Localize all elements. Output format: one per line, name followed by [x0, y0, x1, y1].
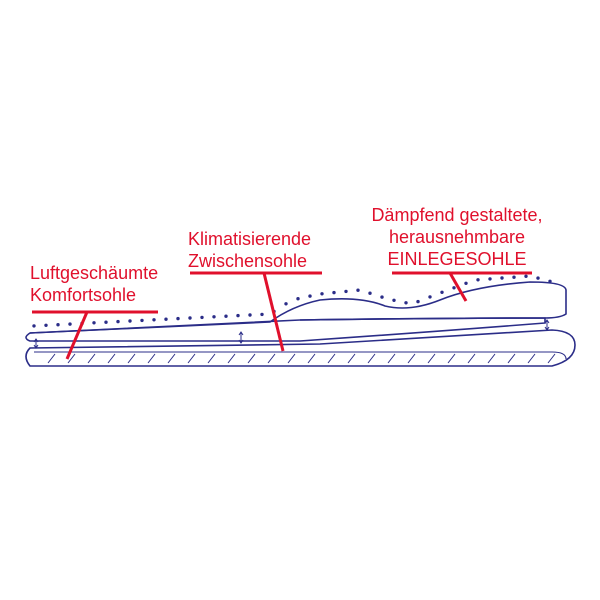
foam-dot [68, 322, 72, 326]
foam-dot [380, 295, 384, 299]
hatch-line [467, 353, 476, 364]
hatch-line [427, 353, 436, 364]
foam-dot [116, 319, 120, 324]
label-insole-line3: EINLEGESOHLE [387, 249, 527, 269]
foam-dot [128, 319, 132, 323]
foam-dot [248, 313, 252, 317]
foam-dot [488, 277, 492, 281]
hatch-line [207, 353, 216, 364]
foam-dot [536, 276, 540, 280]
outer-sole-inner-line [34, 351, 567, 360]
hatch-line [347, 353, 356, 364]
label-mid-sole-line1: Klimatisierende [188, 229, 312, 249]
label-insole: Dämpfend gestaltete, herausnehmbare EINL… [352, 204, 562, 270]
thickness-arrow-left [33, 338, 39, 349]
hatch-line [127, 353, 136, 364]
foam-dot [344, 289, 348, 294]
foam-dot [464, 281, 468, 285]
label-insole-line2: herausnehmbare [388, 227, 526, 247]
foam-dot [392, 298, 396, 302]
foam-dot [320, 292, 324, 296]
foam-dot [236, 313, 240, 318]
foam-dot [296, 297, 300, 301]
foam-dot [164, 317, 168, 321]
foam-dot [284, 302, 288, 306]
foam-dot [368, 291, 372, 295]
hatch-line [307, 353, 316, 364]
foam-dot [212, 315, 216, 319]
hatch-line [87, 353, 96, 364]
foam-dot [200, 315, 204, 320]
left-pointer-line [65, 311, 89, 360]
hatch-line [507, 353, 516, 364]
foam-dot [308, 294, 312, 298]
foam-dot [500, 276, 504, 280]
label-comfort-sole: Luftgeschäumte Komfortsohle [30, 262, 158, 306]
foam-dot [152, 318, 156, 322]
label-comfort-sole-line2: Komfortsohle [30, 285, 137, 305]
hatch-line [447, 353, 456, 364]
insole-outline [29, 281, 567, 334]
foam-dot [512, 275, 516, 279]
thickness-arrow-right [544, 319, 550, 331]
foam-dot [104, 320, 108, 324]
hatch-line [187, 353, 196, 364]
hatch-line [247, 353, 256, 364]
foam-dot [524, 274, 528, 278]
foam-dot [548, 279, 552, 283]
foam-dot [416, 299, 420, 304]
middle-pointer-line [262, 272, 285, 352]
thickness-arrow-middle [238, 331, 244, 344]
hatch-line [267, 353, 276, 364]
hatch-line [287, 353, 296, 364]
foam-dot [404, 301, 408, 305]
foam-dot [92, 321, 96, 325]
foam-dot [356, 288, 360, 292]
hatch-line [47, 353, 56, 364]
foam-dot [176, 316, 180, 321]
hatch-pattern [47, 353, 556, 364]
foam-dot [224, 314, 228, 318]
foam-dot [44, 323, 48, 327]
label-mid-sole-line2: Zwischensohle [188, 251, 308, 271]
label-mid-sole: Klimatisierende Zwischensohle [188, 228, 311, 272]
foam-dot [332, 290, 336, 295]
hatch-line [367, 353, 376, 364]
hatch-line [227, 353, 236, 364]
foam-dot [56, 323, 60, 327]
hatch-line [167, 353, 176, 364]
hatch-line [327, 353, 336, 364]
right-pointer-line [448, 272, 468, 302]
label-comfort-sole-line1: Luftgeschäumte [30, 263, 159, 283]
foam-dot [140, 318, 144, 323]
foam-dot [428, 295, 432, 299]
hatch-line [147, 353, 156, 364]
hatch-line [67, 353, 76, 364]
hatch-line [527, 353, 536, 364]
foam-dot [476, 278, 480, 282]
hatch-line [387, 353, 396, 364]
outer-sole-outline [25, 329, 576, 367]
hatch-line [107, 353, 116, 364]
foam-dot [188, 316, 192, 320]
foam-dot [260, 312, 264, 317]
label-insole-line1: Dämpfend gestaltete, [371, 205, 543, 225]
foam-dot [452, 286, 456, 290]
foam-dot [440, 290, 444, 294]
hatch-line [547, 353, 556, 364]
hatch-line [487, 353, 496, 364]
hatch-line [407, 353, 416, 364]
foam-dot [32, 324, 36, 328]
